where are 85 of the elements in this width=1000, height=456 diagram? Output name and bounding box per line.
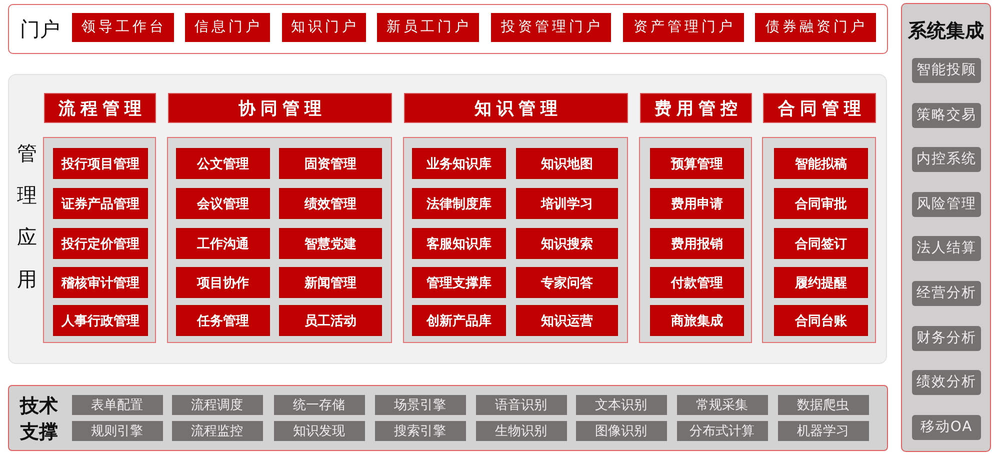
portal-box: 信息门户 — [184, 12, 270, 42]
module-box: 创新产品库 — [412, 305, 506, 336]
module-box: 人事行政管理 — [53, 305, 148, 336]
category-header: 费用管控 — [640, 93, 752, 123]
capability-tile: 表单配置 — [72, 394, 162, 414]
capability-tile: 图像识别 — [576, 420, 666, 440]
system-tile: 智能投顾 — [912, 58, 980, 82]
module-box: 合同台账 — [774, 305, 868, 336]
band-heading: 技术支撑 — [20, 394, 59, 445]
module-box: 付款管理 — [650, 267, 744, 298]
category-header: 合同管理 — [763, 93, 876, 123]
capability-tile: 生物识别 — [476, 420, 566, 440]
module-box: 费用申请 — [650, 188, 744, 219]
module-box: 费用报销 — [650, 228, 744, 259]
capability-tile: 知识发现 — [274, 420, 364, 440]
portal-box: 资产管理门户 — [622, 12, 744, 42]
module-box: 员工活动 — [279, 305, 382, 336]
module-box: 证券产品管理 — [53, 188, 148, 219]
module-box: 任务管理 — [176, 305, 270, 336]
system-tile: 风险管理 — [912, 192, 980, 216]
module-box: 稽核审计管理 — [53, 267, 148, 298]
system-tile: 内控系统 — [912, 146, 980, 172]
capability-tile: 统一存储 — [274, 394, 364, 414]
module-box: 固资管理 — [279, 148, 382, 179]
module-box: 商旅集成 — [650, 305, 744, 336]
portal-heading: 门户 — [20, 17, 60, 41]
capability-tile: 数据爬虫 — [778, 394, 868, 414]
capability-tile: 常规采集 — [676, 394, 768, 414]
module-box: 管理支撑库 — [412, 267, 506, 298]
module-box: 投行项目管理 — [53, 148, 148, 179]
category-header: 协同管理 — [168, 93, 392, 123]
module-box: 合同审批 — [774, 188, 868, 219]
column-heading: 系统集成 — [908, 19, 984, 43]
portal-box: 知识门户 — [282, 12, 366, 42]
capability-tile: 流程监控 — [172, 420, 262, 440]
module-box: 知识搜索 — [516, 228, 618, 259]
portal-box: 领导工作台 — [72, 12, 174, 42]
module-box: 培训学习 — [516, 188, 618, 219]
application-panel — [8, 74, 887, 364]
capability-tile: 场景引擎 — [374, 394, 466, 414]
module-box: 合同签订 — [774, 228, 868, 259]
category-header: 知识管理 — [404, 93, 628, 123]
system-tile: 绩效分析 — [912, 370, 980, 394]
module-box: 智能拟稿 — [774, 148, 868, 179]
capability-tile: 搜索引擎 — [374, 420, 466, 440]
capability-tile: 分布式计算 — [676, 420, 768, 440]
module-box: 知识地图 — [516, 148, 618, 179]
integration-column — [901, 3, 991, 452]
module-box: 绩效管理 — [279, 188, 382, 219]
capability-tile: 规则引擎 — [72, 420, 162, 440]
module-group-box — [167, 137, 392, 343]
capability-tile: 机器学习 — [778, 420, 868, 440]
module-box: 法律制度库 — [412, 188, 506, 219]
module-group-box — [403, 137, 628, 343]
module-box: 预算管理 — [650, 148, 744, 179]
module-group-box — [639, 137, 752, 343]
capability-tile: 文本识别 — [576, 394, 666, 414]
system-tile: 经营分析 — [912, 280, 980, 306]
vertical-heading: 管理应用 — [17, 140, 37, 293]
module-box: 项目协作 — [176, 267, 270, 298]
category-header: 流程管理 — [44, 93, 156, 123]
portal-box: 债券融资门户 — [754, 12, 876, 42]
module-box: 业务知识库 — [412, 148, 506, 179]
module-box: 会议管理 — [176, 188, 270, 219]
module-box: 新闻管理 — [279, 267, 382, 298]
module-box: 公文管理 — [176, 148, 270, 179]
portal-box: 新员工门户 — [376, 12, 478, 42]
capability-tile: 语音识别 — [476, 394, 566, 414]
system-tile: 财务分析 — [912, 326, 980, 350]
module-box: 智慧党建 — [279, 228, 382, 259]
system-tile: 策略交易 — [912, 102, 980, 128]
portal-box: 投资管理门户 — [490, 12, 610, 42]
module-box: 投行定价管理 — [53, 228, 148, 259]
module-box: 专家问答 — [516, 267, 618, 298]
module-group-box — [43, 137, 156, 343]
module-box: 知识运营 — [516, 305, 618, 336]
module-box: 客服知识库 — [412, 228, 506, 259]
system-tile: 法人结算 — [912, 236, 980, 260]
portal-bar — [8, 4, 888, 54]
capability-tile: 流程调度 — [172, 394, 262, 414]
module-box: 履约提醒 — [774, 267, 868, 298]
support-bar — [8, 385, 888, 451]
module-group-box — [762, 137, 876, 343]
module-box: 工作沟通 — [176, 228, 270, 259]
system-tile: 移动OA — [912, 414, 980, 440]
